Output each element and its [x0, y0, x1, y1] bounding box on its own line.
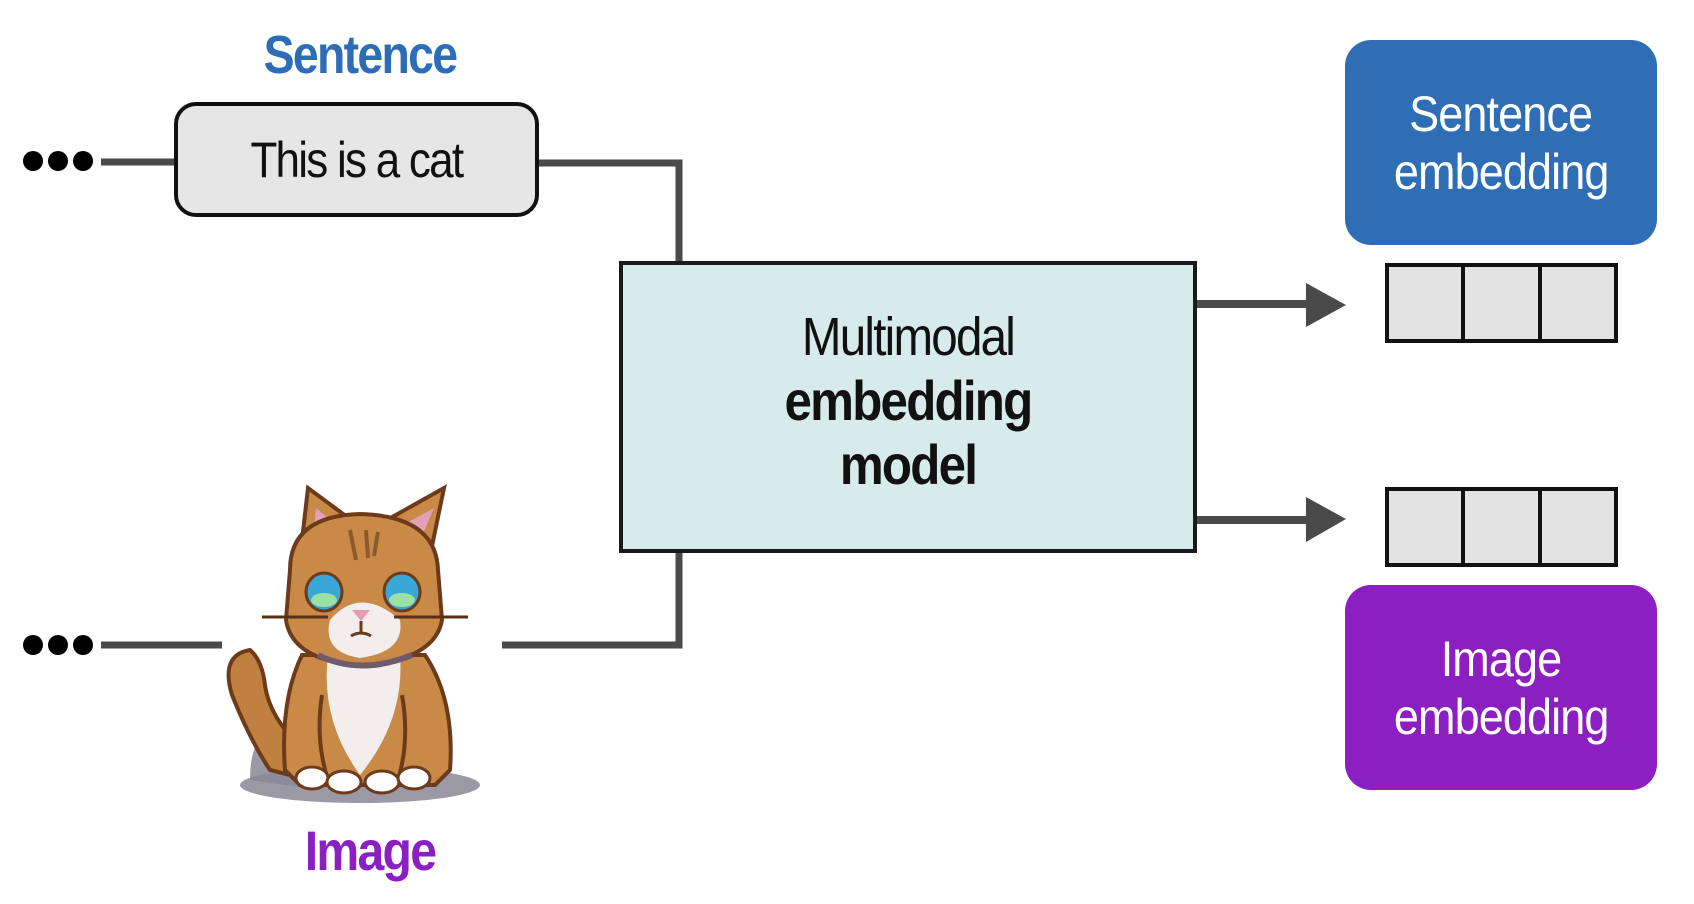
- model-label-line1: Multimodal: [801, 307, 1016, 367]
- sentence-embedding-line1: Sentence: [1409, 85, 1594, 142]
- sentence-continuation-dots: [23, 151, 93, 171]
- sentence-embedding-line2: embedding: [1393, 143, 1609, 200]
- sentence-input-box: This is a cat: [174, 102, 539, 217]
- image-embedding-label-box: Image embedding: [1345, 585, 1657, 790]
- image-continuation-dots: [23, 635, 93, 655]
- vector-cell: [1541, 491, 1614, 563]
- vector-cell: [1541, 267, 1614, 339]
- vector-cell: [1465, 491, 1538, 563]
- sentence-embedding-vector: [1385, 263, 1618, 343]
- image-output-arrow: [1195, 497, 1346, 542]
- sentence-input-label: Sentence: [263, 25, 458, 85]
- cat-image: [226, 484, 480, 803]
- sentence-embedding-label-box: Sentence embedding: [1345, 40, 1657, 245]
- vector-cell: [1465, 267, 1538, 339]
- model-label-line2: embedding: [784, 369, 1033, 432]
- model-label-line3: model: [839, 433, 978, 496]
- dot: [23, 635, 43, 655]
- dot: [48, 635, 68, 655]
- vector-cell: [1389, 491, 1462, 563]
- vector-cell: [1389, 267, 1462, 339]
- dot: [48, 151, 68, 171]
- image-embedding-vector: [1385, 487, 1618, 567]
- image-to-model-connector: [502, 551, 683, 649]
- sentence-input-text: This is a cat: [250, 131, 465, 188]
- sentence-output-arrow: [1195, 283, 1346, 327]
- image-embedding-line1: Image: [1440, 630, 1562, 687]
- dot: [23, 151, 43, 171]
- multimodal-embedding-model-box: Multimodal embedding model: [619, 261, 1197, 553]
- dot: [73, 635, 93, 655]
- model-label: Multimodal embedding model: [623, 305, 1193, 497]
- dot: [73, 151, 93, 171]
- image-input-label: Image: [304, 819, 437, 882]
- image-embedding-line2: embedding: [1393, 688, 1609, 745]
- sentence-to-model-connector: [539, 159, 683, 263]
